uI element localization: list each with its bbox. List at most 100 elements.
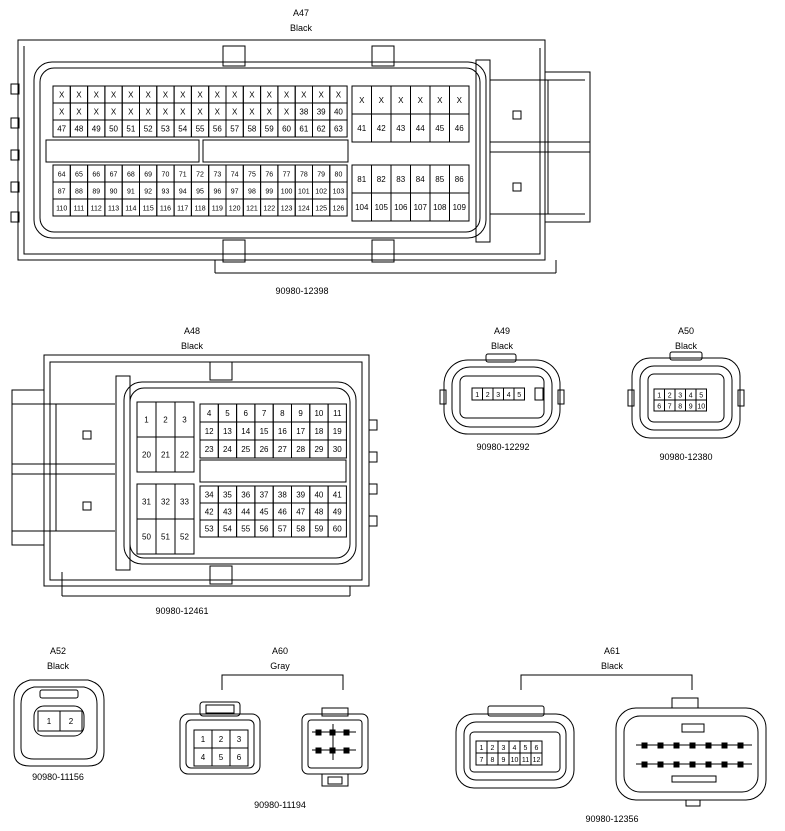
pin-label: 33	[180, 498, 189, 507]
pin-label: 10	[697, 404, 705, 411]
pin-label: 45	[435, 124, 444, 133]
pin-label: 117	[177, 206, 188, 213]
pin-label: 52	[180, 533, 189, 542]
pin-label: 113	[108, 206, 119, 213]
a48-square-mark-2	[82, 501, 92, 511]
a48-color-label: Black	[181, 341, 204, 351]
pin-label: 6	[535, 745, 539, 752]
pin-label: X	[359, 96, 365, 105]
a50-part-number: 90980-12380	[659, 452, 712, 462]
pin-label: 57	[230, 125, 239, 134]
pin-label: 82	[377, 175, 386, 184]
pin-label: X	[111, 91, 117, 100]
pin-label: 5	[225, 409, 230, 418]
pin-label: 11	[522, 757, 529, 764]
a47-housing	[17, 39, 591, 261]
pin-label: X	[267, 91, 273, 100]
pin-label: 38	[278, 491, 287, 500]
pin-cell	[174, 518, 195, 555]
pin-label: 21	[161, 451, 170, 460]
pin-label: 69	[144, 172, 152, 179]
pin-label: 43	[396, 124, 405, 133]
pin-label: 4	[689, 393, 693, 400]
pin-label: 23	[205, 445, 214, 454]
pin-label: 105	[375, 203, 389, 212]
pin-cell	[327, 439, 347, 459]
a48-housing	[11, 354, 370, 587]
pin-label: 102	[315, 189, 327, 196]
pin-cell	[229, 747, 249, 767]
pin-label: 58	[247, 125, 256, 134]
pin-label: 115	[143, 206, 154, 213]
pin-label: X	[284, 91, 290, 100]
pin-label: 96	[213, 189, 221, 196]
a48-square-mark-1	[82, 430, 92, 440]
pin-label: 2	[219, 735, 224, 744]
pin-label: 8	[678, 404, 682, 411]
pin-label: 7	[480, 757, 484, 764]
pin-label: 41	[333, 491, 342, 500]
pin-label: 1	[480, 745, 484, 752]
a50-housing	[631, 357, 741, 439]
a47-housing-inner	[23, 46, 541, 255]
pin-label: 48	[74, 125, 83, 134]
a49-part-number: 90980-12292	[476, 442, 529, 452]
a49-id-label: A49	[494, 326, 510, 336]
pin-label: 54	[223, 525, 232, 534]
pin-label: 108	[433, 203, 447, 212]
pin-label: X	[249, 108, 255, 117]
pin-label: 123	[281, 206, 293, 213]
pin-label: X	[197, 91, 203, 100]
pin-label: 118	[194, 206, 205, 213]
a47-square-mark-1	[512, 110, 522, 120]
pin-label: 65	[75, 172, 83, 179]
pin-label: 19	[333, 427, 342, 436]
pin-label: 95	[196, 189, 204, 196]
pin-label: 40	[314, 491, 323, 500]
pin-label: 6	[657, 404, 661, 411]
pin-label: X	[94, 108, 100, 117]
pin-label: 1	[657, 393, 661, 400]
a61-color-label: Black	[601, 661, 624, 671]
pin-label: 4	[207, 409, 212, 418]
pin-label: 63	[334, 125, 343, 134]
pin-label: 51	[126, 125, 135, 134]
pin-label: 2	[486, 392, 490, 399]
pin-label: 14	[241, 427, 250, 436]
a61-housing-front	[455, 713, 575, 789]
pin-label: 3	[502, 745, 506, 752]
a61-id-label: A61	[604, 646, 620, 656]
pin-label: 6	[237, 753, 242, 762]
pin-label: X	[232, 108, 238, 117]
pin-label: 68	[127, 172, 135, 179]
pin-label: 20	[142, 451, 151, 460]
pin-label: 2	[163, 416, 168, 425]
a61-bracket	[520, 674, 693, 690]
a47-latch	[475, 59, 491, 243]
pin-label: 7	[262, 409, 267, 418]
pin-label: 101	[298, 189, 310, 196]
a47-bottom-tab-1	[222, 239, 246, 263]
pin-label: 92	[144, 189, 152, 196]
pin-label: 85	[435, 175, 444, 184]
a61-rear-terminals	[636, 742, 752, 768]
pin-label: 64	[58, 172, 66, 179]
a47-face	[33, 61, 487, 239]
pin-label: X	[418, 96, 424, 105]
pin-cell	[329, 119, 348, 138]
pin-label: X	[145, 108, 151, 117]
a61-part-number: 90980-12356	[585, 814, 638, 824]
pin-label: 12	[205, 427, 214, 436]
pin-label: 7	[668, 404, 672, 411]
pin-label: 77	[283, 172, 291, 179]
pin-label: X	[398, 96, 404, 105]
pin-label: X	[145, 91, 151, 100]
pin-label: 44	[241, 508, 250, 517]
